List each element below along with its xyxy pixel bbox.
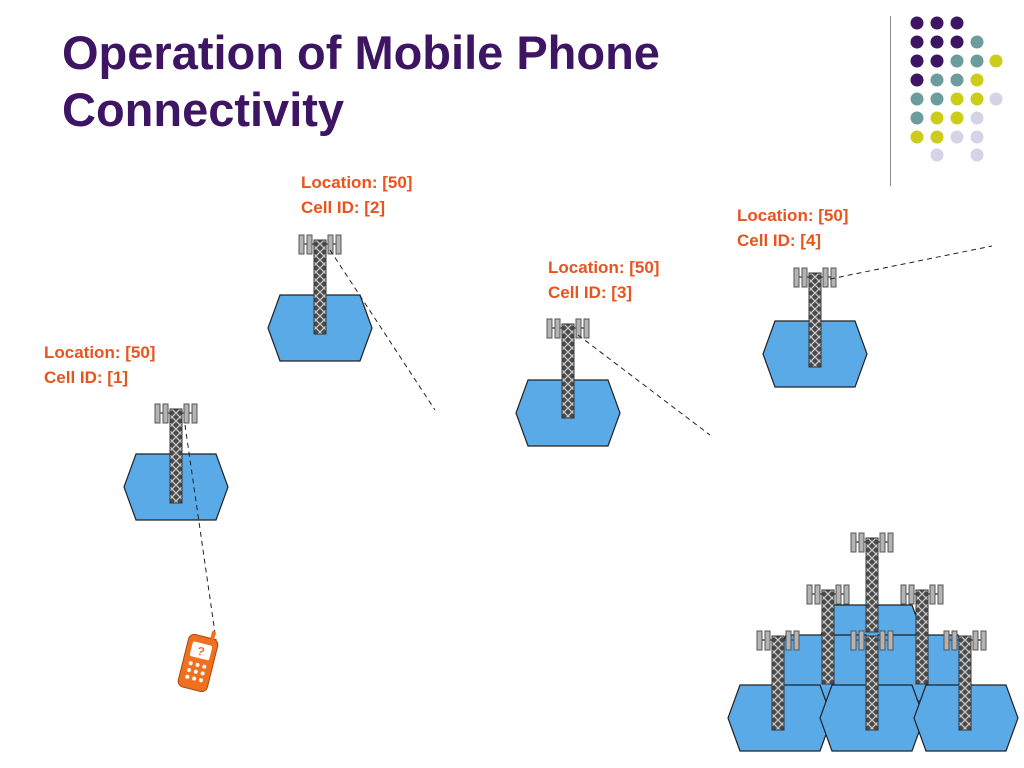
slide-title: Operation of Mobile Phone Connectivity (62, 24, 842, 138)
signal-line-1 (184, 424, 217, 641)
cell-4-id: Cell ID: [4] (737, 231, 822, 250)
svg-text:?: ? (196, 644, 207, 659)
cell-1-location: Location: [50] (44, 343, 156, 362)
cell-label-3: Location: [50] Cell ID: [3] (548, 255, 659, 305)
cell-4-location: Location: [50] (737, 206, 849, 225)
cell-label-2: Location: [50] Cell ID: [2] (301, 170, 412, 220)
signal-line-4 (829, 245, 993, 280)
slide-title-line-2: Connectivity (62, 83, 345, 136)
signal-lines (184, 245, 993, 641)
header-divider (890, 16, 891, 186)
cell-2-location: Location: [50] (301, 173, 413, 192)
signal-line-3 (577, 334, 711, 436)
decorative-dot-grid (910, 16, 1003, 162)
slide-title-line-1: Operation of Mobile Phone (62, 26, 660, 79)
cell-cluster (727, 532, 1019, 752)
cell-3-id: Cell ID: [3] (548, 283, 633, 302)
cell-label-4: Location: [50] Cell ID: [4] (737, 203, 848, 253)
cell-2-id: Cell ID: [2] (301, 198, 386, 217)
cell-3-location: Location: [50] (548, 258, 660, 277)
signal-line-2 (329, 249, 436, 411)
cell-1-id: Cell ID: [1] (44, 368, 129, 387)
mobile-phone-icon: ? (177, 630, 219, 693)
cell-label-1: Location: [50] Cell ID: [1] (44, 340, 155, 390)
